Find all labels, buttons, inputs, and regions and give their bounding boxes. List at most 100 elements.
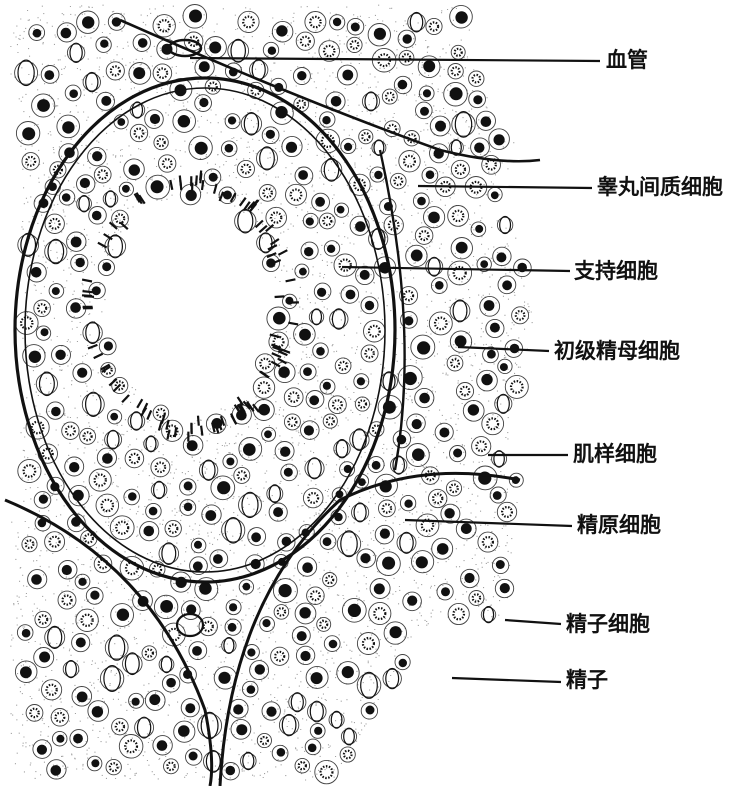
cell <box>423 206 446 229</box>
sertoli-nucleus <box>85 391 102 417</box>
cell <box>277 533 296 552</box>
cell <box>153 594 179 620</box>
cell-nucleus <box>314 726 323 735</box>
cell-nucleus <box>82 16 95 29</box>
cell <box>58 143 79 164</box>
sertoli-nucleus <box>343 727 355 746</box>
cell <box>415 513 440 538</box>
cell <box>15 121 41 146</box>
cell-nucleus <box>404 316 414 326</box>
sertoli-nucleus <box>153 480 166 500</box>
cell <box>390 172 407 190</box>
cell-nucleus <box>178 725 190 737</box>
sperm-head <box>121 394 130 403</box>
cell <box>180 600 201 620</box>
cell-nucleus <box>217 481 231 495</box>
cell-nucleus <box>131 697 140 706</box>
cell <box>64 456 85 477</box>
sertoli-nucleus <box>290 692 304 713</box>
cell-nucleus <box>198 61 210 73</box>
spermatocyte-chromatin <box>307 492 320 505</box>
cell-nucleus <box>262 619 271 628</box>
sperm-head <box>277 357 288 365</box>
sperm-head <box>260 370 270 379</box>
cell <box>32 739 52 759</box>
cell-nucleus <box>218 671 231 684</box>
cell-nucleus <box>229 603 238 612</box>
cell <box>430 277 448 294</box>
cell <box>158 154 177 173</box>
cell-nucleus <box>91 759 100 768</box>
cell-nucleus <box>111 17 122 27</box>
spermatocyte-chromatin <box>342 749 353 760</box>
sertoli-nucleus <box>230 38 246 63</box>
cell-nucleus <box>483 300 495 311</box>
sertoli-nucleus <box>108 634 126 661</box>
cell <box>57 560 78 580</box>
cell-nucleus <box>382 556 396 570</box>
sperm-head <box>211 422 216 433</box>
cell <box>87 700 109 722</box>
cell <box>322 413 338 429</box>
sperm-head <box>195 175 198 186</box>
spermatocyte-chromatin <box>276 607 287 617</box>
spermatocyte-chromatin <box>367 324 381 338</box>
spermatocyte-chromatin <box>309 590 321 602</box>
cell <box>161 674 181 693</box>
sperm-head <box>169 179 174 191</box>
cell <box>247 527 267 546</box>
cell <box>183 31 204 52</box>
spermatocyte-chromatin <box>403 290 415 302</box>
cell-nucleus <box>267 46 277 55</box>
cell <box>66 231 87 252</box>
leader-line-blood-vessel <box>189 56 601 63</box>
spermatocyte-chromatin <box>187 35 200 48</box>
cell <box>81 392 105 416</box>
cell <box>405 443 430 467</box>
cell <box>173 720 196 743</box>
stipple-texture <box>10 4 533 781</box>
cell <box>272 578 298 604</box>
cell-nucleus <box>345 289 356 300</box>
spermatocyte-chromatin <box>296 99 307 110</box>
cell-nucleus <box>389 626 402 639</box>
cell-nucleus <box>137 38 148 48</box>
cell <box>390 456 408 474</box>
sertoli-nucleus <box>223 636 235 654</box>
cell-nucleus <box>299 328 311 341</box>
sertoli-nucleus <box>340 530 358 558</box>
cell <box>56 22 77 43</box>
cell <box>415 101 433 120</box>
cell <box>491 556 510 575</box>
sperm-head <box>236 403 245 414</box>
cell-nucleus <box>365 705 375 715</box>
leader-lines <box>189 56 601 684</box>
cell-nucleus <box>61 564 72 576</box>
spermatocyte-chromatin <box>167 627 181 642</box>
sertoli-nucleus <box>69 42 83 63</box>
cell <box>306 586 325 605</box>
cell <box>283 387 304 408</box>
cell-nucleus <box>499 583 510 594</box>
cell <box>356 673 382 698</box>
cell <box>477 531 499 553</box>
cell <box>144 690 166 711</box>
cell <box>346 36 363 53</box>
cell <box>70 253 89 272</box>
spermatocyte-chromatin <box>29 707 40 719</box>
cell-nucleus <box>222 190 232 200</box>
spermatocyte-chromatin <box>41 447 54 460</box>
cell <box>300 241 319 260</box>
cell-nucleus <box>415 556 428 569</box>
sertoli-nucleus <box>136 716 152 739</box>
cell <box>451 112 476 137</box>
cell <box>475 110 496 131</box>
cell <box>179 499 197 516</box>
cell <box>318 212 336 230</box>
sperm-head <box>97 241 108 249</box>
cell <box>190 537 207 554</box>
cell <box>96 91 115 111</box>
cell <box>152 404 170 422</box>
cell <box>188 135 213 160</box>
spermatocyte-chromatin <box>471 593 482 603</box>
